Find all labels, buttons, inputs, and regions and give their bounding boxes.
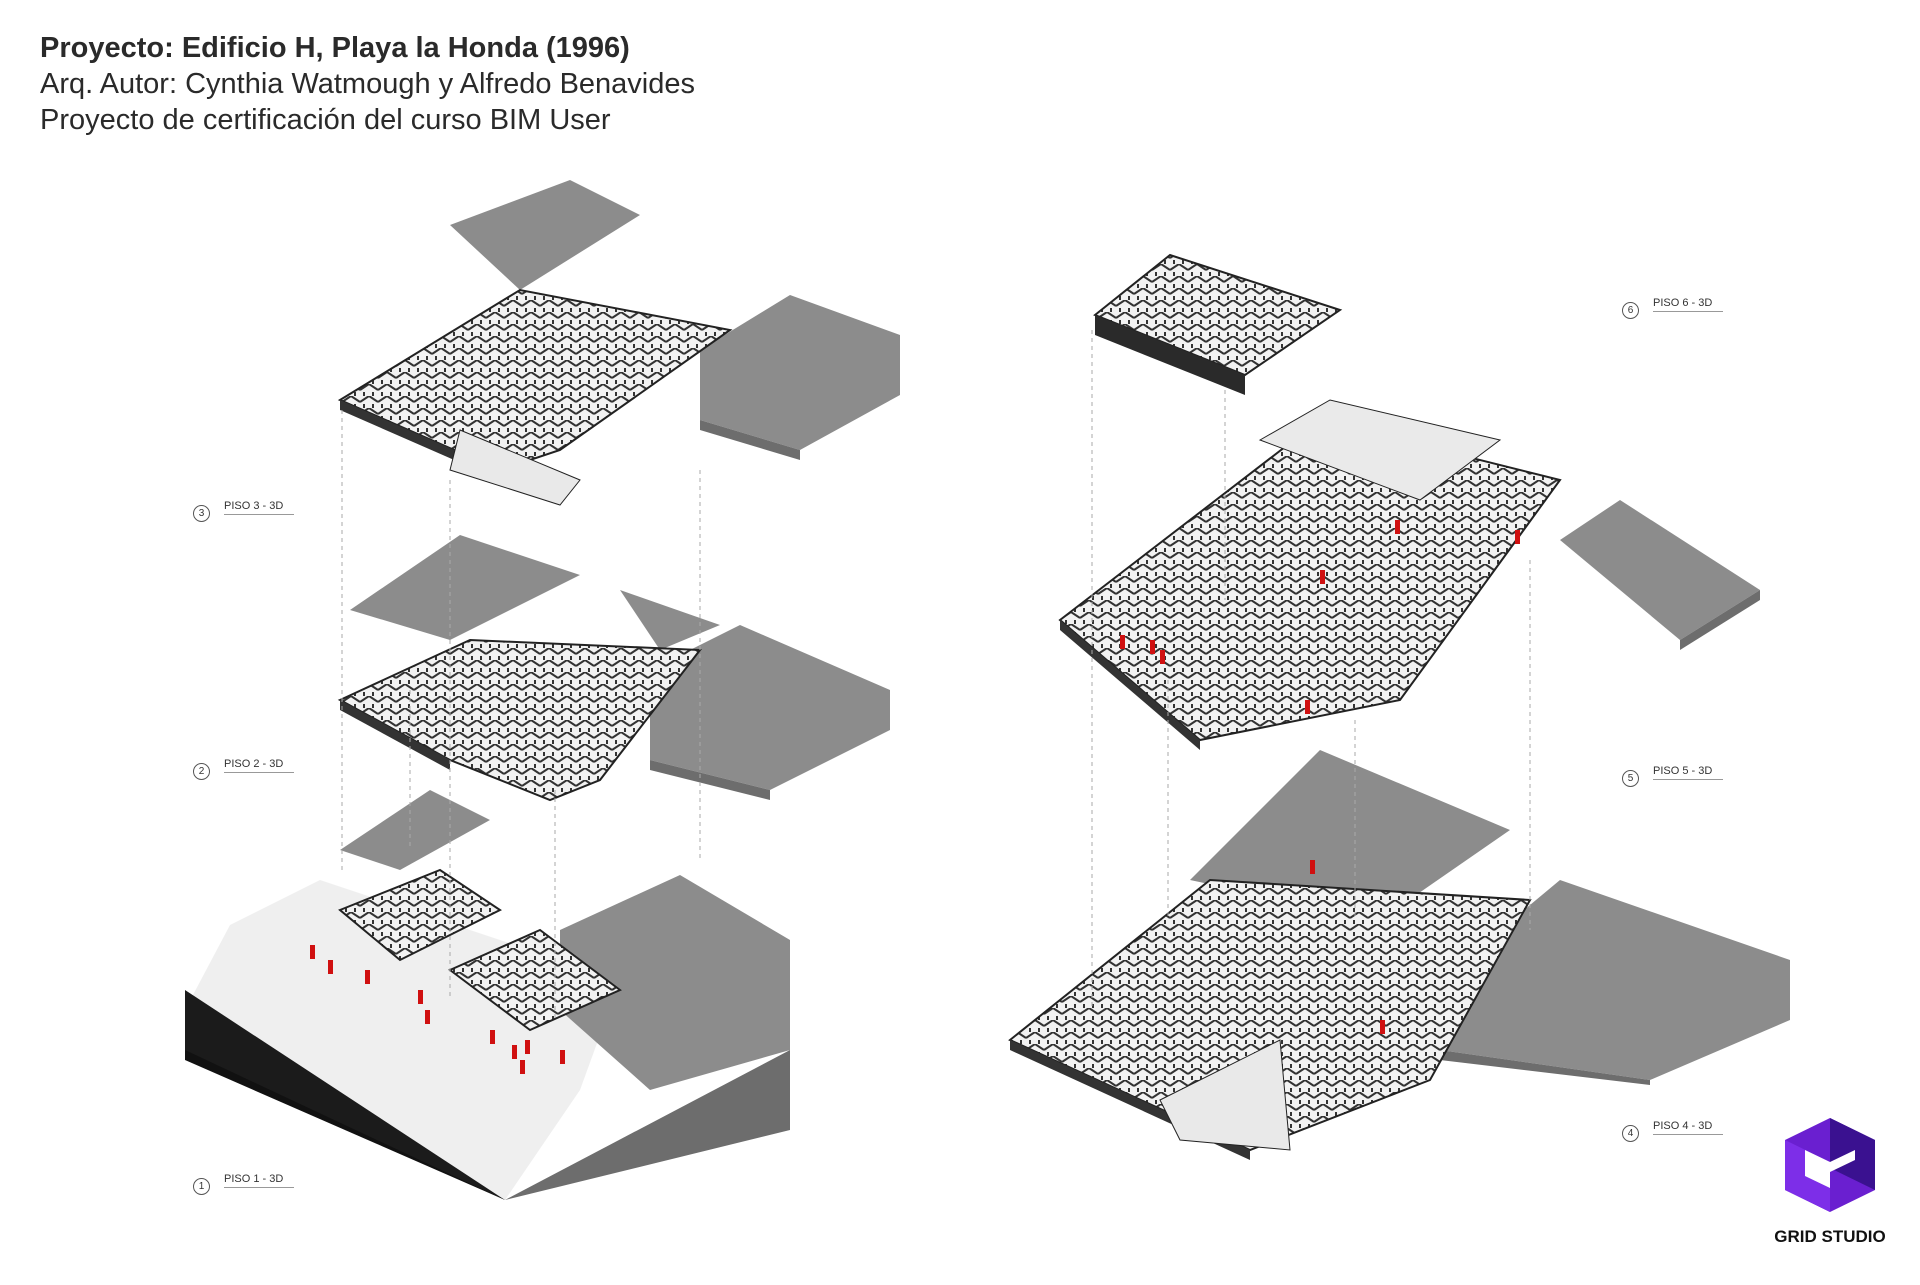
level-text-2: PISO 2 - 3D <box>224 758 294 773</box>
level-text-6: PISO 6 - 3D <box>1653 297 1723 312</box>
level-label-6: 6 PISO 6 - 3D <box>1622 297 1723 319</box>
floor-6-model <box>1093 253 1343 395</box>
level-number-3: 3 <box>193 505 210 522</box>
level-label-5: 5 PISO 5 - 3D <box>1622 765 1723 787</box>
level-number-6: 6 <box>1622 302 1639 319</box>
level-label-3: 3 PISO 3 - 3D <box>193 500 294 522</box>
level-number-4: 4 <box>1622 1125 1639 1142</box>
level-label-4: 4 PISO 4 - 3D <box>1622 1120 1723 1142</box>
level-label-2: 2 PISO 2 - 3D <box>193 758 294 780</box>
level-number-1: 1 <box>193 1178 210 1195</box>
floor-4-model <box>1008 750 1790 1160</box>
people-figures-right <box>1120 520 1520 1034</box>
level-label-1: 1 PISO 1 - 3D <box>193 1173 294 1195</box>
people-figures <box>310 945 565 1074</box>
logo-brand-text: GRID STUDIO <box>1774 1227 1886 1246</box>
project-course: Proyecto de certificación del curso BIM … <box>40 104 611 136</box>
project-authors: Arq. Autor: Cynthia Watmough y Alfredo B… <box>40 68 695 100</box>
level-connectors-right <box>1091 330 1531 1010</box>
project-title: Proyecto: Edificio H, Playa la Honda (19… <box>40 32 630 64</box>
header: Proyecto: Edificio H, Playa la Honda (19… <box>40 30 695 138</box>
cube-logo-icon <box>1785 1118 1875 1212</box>
floor-1-model <box>185 790 790 1200</box>
level-text-4: PISO 4 - 3D <box>1653 1120 1723 1135</box>
level-number-2: 2 <box>193 763 210 780</box>
level-text-1: PISO 1 - 3D <box>224 1173 294 1188</box>
level-text-5: PISO 5 - 3D <box>1653 765 1723 780</box>
level-number-5: 5 <box>1622 770 1639 787</box>
level-text-3: PISO 3 - 3D <box>224 500 294 515</box>
grid-studio-logo: GRID STUDIO <box>1770 1110 1890 1247</box>
floor-3-model <box>337 180 900 506</box>
floor-5-model <box>1058 399 1760 750</box>
floor-2-model <box>337 535 890 802</box>
level-connectors-left <box>341 410 701 1020</box>
